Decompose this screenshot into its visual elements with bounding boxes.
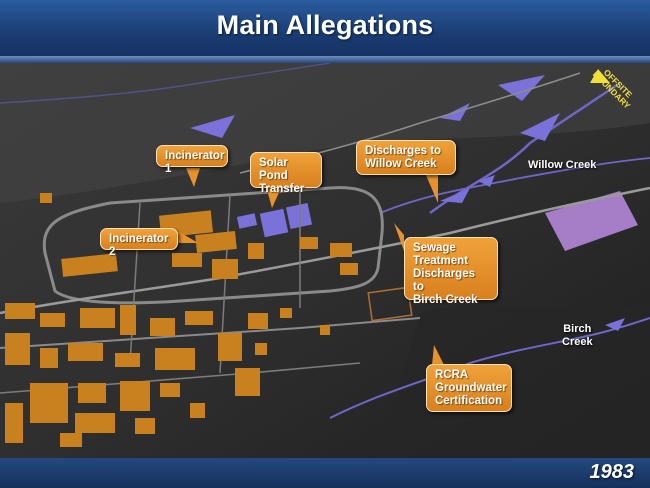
pond: [440, 188, 470, 203]
label-birch-creek: Birch Creek: [562, 323, 593, 349]
callout-sewage-line3: Discharges to: [413, 268, 476, 293]
pointer-sewage: [394, 223, 404, 251]
pointer-incinerator-2: [178, 231, 198, 243]
label-birch-creek-line1: Birch: [563, 323, 592, 335]
callout-incinerator-1-text: Incinerator 1: [165, 150, 225, 175]
slide-year: 1983: [589, 461, 635, 483]
callout-discharges-willow-line2: Willow Creek: [365, 158, 437, 170]
callout-solar-pond-transfer: Solar Pond Transfer: [250, 152, 322, 195]
callout-incinerator-2-text: Incinerator 2: [109, 233, 169, 258]
callout-incinerator-1: Incinerator 1: [156, 145, 228, 175]
aerial-site-photo: [0, 63, 650, 458]
label-willow-creek: Willow Creek: [528, 159, 596, 172]
callout-sewage-line1: Sewage: [413, 242, 456, 254]
callout-solar-pond-line2: Transfer: [259, 183, 305, 195]
callout-rcra-line2: Groundwater: [435, 382, 507, 394]
pond: [520, 113, 560, 141]
callout-rcra-groundwater: RCRA Groundwater Certification: [426, 364, 512, 412]
solar-pond: [236, 213, 258, 229]
willow-creek-lower: [379, 157, 650, 214]
callout-solar-pond-line1: Solar Pond: [259, 157, 288, 182]
pointer-incinerator-1: [186, 168, 200, 187]
slide-title: Main Allegations: [216, 10, 434, 40]
pointer-solar-pond: [266, 186, 282, 208]
pointer-willow-creek: [422, 166, 438, 203]
callout-rcra-line1: RCRA: [435, 369, 469, 381]
label-birch-creek-line2: Creek: [562, 336, 593, 348]
offsite-contamination-area: [545, 191, 638, 251]
callout-sewage-line4: Birch Creek: [413, 294, 478, 306]
callout-rcra-line3: Certification: [435, 395, 503, 407]
solar-pond: [285, 202, 313, 230]
pond: [478, 175, 495, 187]
callout-sewage-line2: Treatment: [413, 255, 468, 267]
label-willow-creek-text: Willow Creek: [528, 159, 597, 171]
callout-sewage-treatment: Sewage Treatment Discharges to Birch Cre…: [404, 237, 498, 306]
solar-pond: [259, 208, 289, 238]
callout-incinerator-2: Incinerator 2: [100, 228, 178, 258]
perimeter-road: [42, 186, 384, 305]
sewage-treatment-area: [367, 286, 413, 322]
header-divider: [0, 56, 650, 63]
faint-drainage: [0, 63, 331, 104]
willow-creek: [429, 81, 621, 215]
footer-bar: [0, 458, 650, 488]
site-road: [0, 317, 421, 349]
terrain-ridge: [380, 303, 650, 458]
pond: [190, 115, 235, 138]
header-bar: [0, 0, 650, 56]
pointer-rcra: [432, 345, 444, 365]
pond: [605, 318, 625, 331]
callout-discharges-willow-line1: Discharges to: [365, 145, 442, 157]
pond: [498, 75, 545, 101]
hillside-shading: [0, 63, 650, 203]
callout-discharges-willow-creek: Discharges to Willow Creek: [356, 140, 456, 175]
offsite-boundary-marker: [590, 69, 610, 83]
